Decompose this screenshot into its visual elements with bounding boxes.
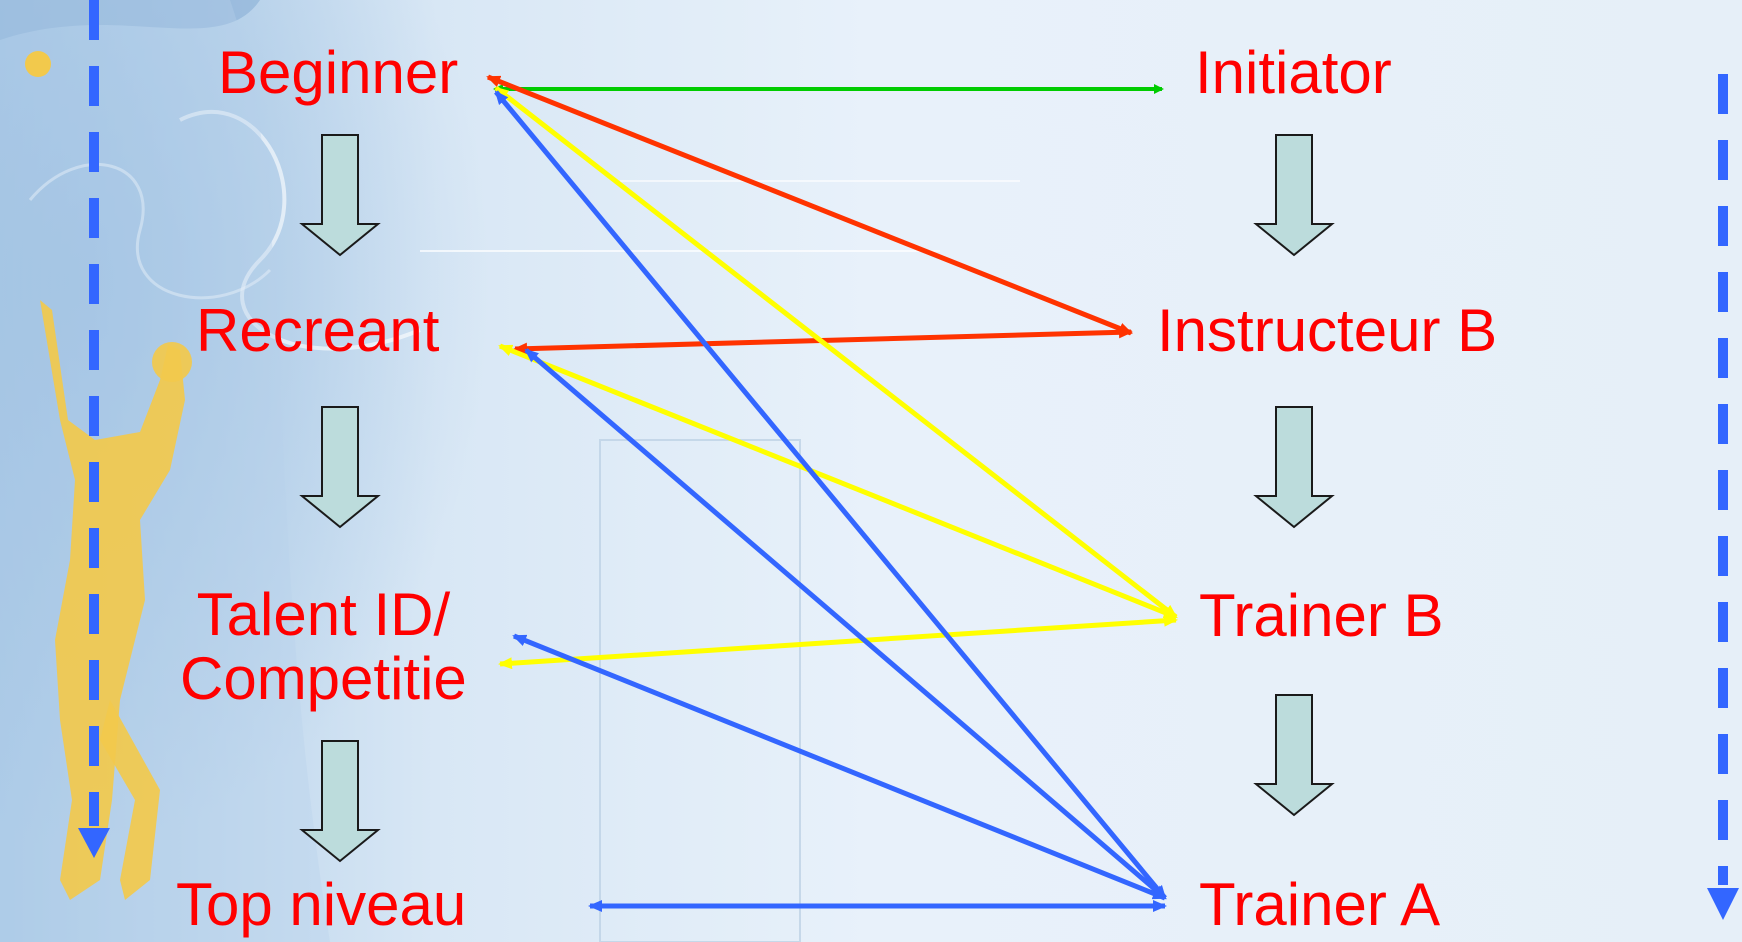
node-instructeur-b-label: Instructeur B	[1157, 297, 1498, 364]
node-trainer-b: Trainer B	[1199, 582, 1444, 650]
node-top-niveau-label: Top niveau	[176, 871, 467, 938]
step-arrow-initiator-instructeur	[1253, 134, 1335, 257]
node-initiator-label: Initiator	[1195, 39, 1392, 106]
step-arrow-trainerb-trainera	[1253, 694, 1335, 817]
right-progression-arrow-icon	[1707, 888, 1739, 920]
node-instructeur-b: Instructeur B	[1157, 297, 1497, 365]
connection-trainerb-talent	[498, 614, 1178, 670]
node-trainer-a: Trainer A	[1199, 871, 1440, 939]
step-arrow-talent-top	[299, 740, 381, 863]
node-beginner-label: Beginner	[218, 39, 459, 106]
node-trainer-b-label: Trainer B	[1199, 582, 1444, 649]
step-arrow-beginner-recreant	[299, 134, 381, 257]
node-top-niveau: Top niveau	[176, 871, 466, 939]
node-initiator: Initiator	[1195, 39, 1392, 107]
node-beginner: Beginner	[218, 39, 458, 107]
node-talent-line2: Competitie	[180, 645, 467, 712]
connection-instructeur-beginner	[486, 74, 1133, 336]
node-talent: Talent ID/ Competitie	[180, 583, 467, 711]
connection-trainerb-recreant	[498, 343, 1178, 620]
node-trainer-a-label: Trainer A	[1199, 871, 1441, 938]
player-figure-icon	[40, 300, 185, 900]
connection-trainera-recreant	[524, 348, 1167, 900]
node-talent-line1: Talent ID/	[196, 581, 451, 648]
connection-trainerb-beginner	[494, 86, 1178, 619]
node-recreant: Recreant	[196, 297, 439, 365]
connection-trainera-talent	[512, 633, 1167, 901]
node-recreant-label: Recreant	[196, 297, 440, 364]
left-progression-arrow-icon	[78, 828, 110, 858]
step-arrow-instructeur-trainerb	[1253, 406, 1335, 529]
step-arrow-recreant-talent	[299, 406, 381, 529]
